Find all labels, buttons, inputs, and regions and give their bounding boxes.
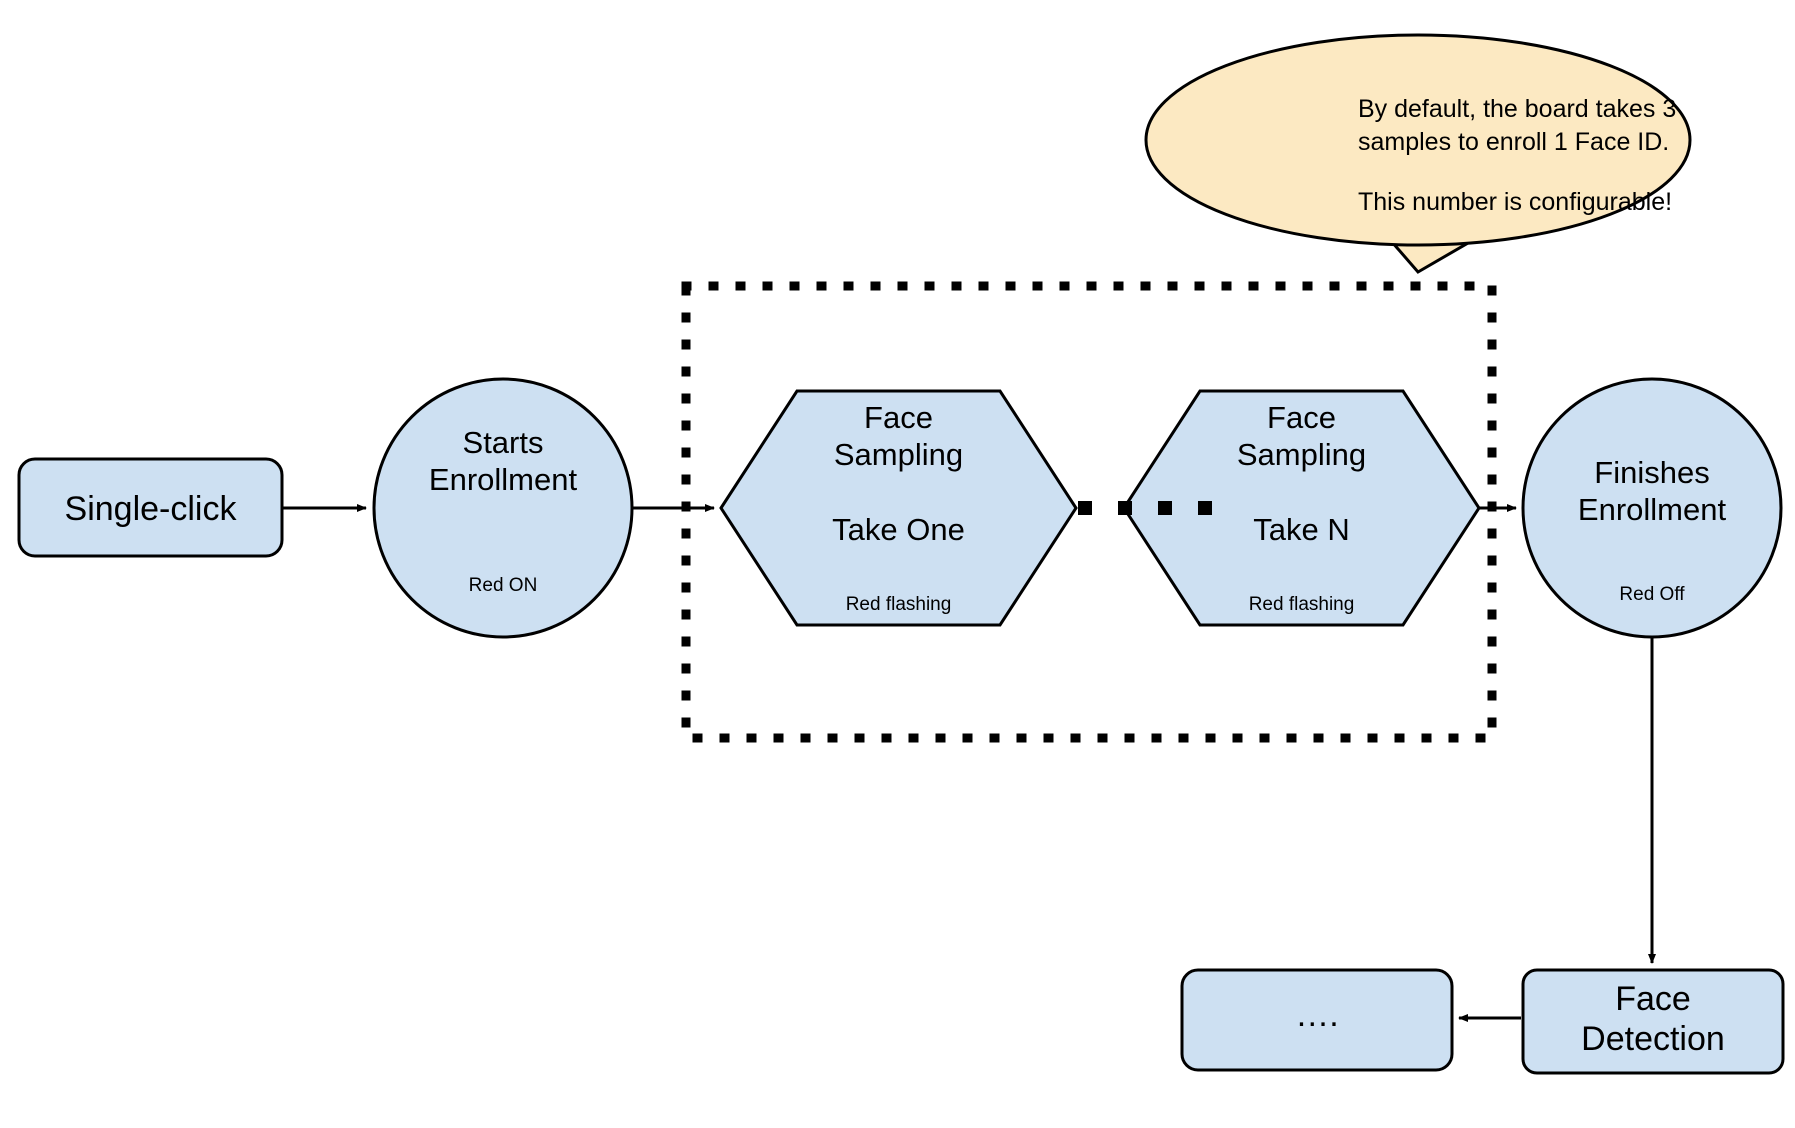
callout-line-3: This number is configurable! <box>1358 188 1673 216</box>
node-face-detection[interactable] <box>1521 968 1785 1075</box>
callout-line-2: samples to enroll 1 Face ID. <box>1358 128 1670 156</box>
node-starts-enrollment[interactable] <box>372 377 634 639</box>
callout-bubble <box>1144 33 1692 247</box>
node-more[interactable] <box>1180 968 1454 1072</box>
sampling-group-box <box>681 281 1497 743</box>
node-face-sampling-take-n[interactable] <box>1122 389 1481 627</box>
callout-line-1: By default, the board takes 3 <box>1358 95 1677 123</box>
node-finishes-enrollment[interactable] <box>1521 377 1783 639</box>
sampling-ellipsis <box>1078 501 1212 515</box>
node-face-sampling-take-one[interactable] <box>719 389 1078 627</box>
node-single-click[interactable] <box>17 457 284 558</box>
